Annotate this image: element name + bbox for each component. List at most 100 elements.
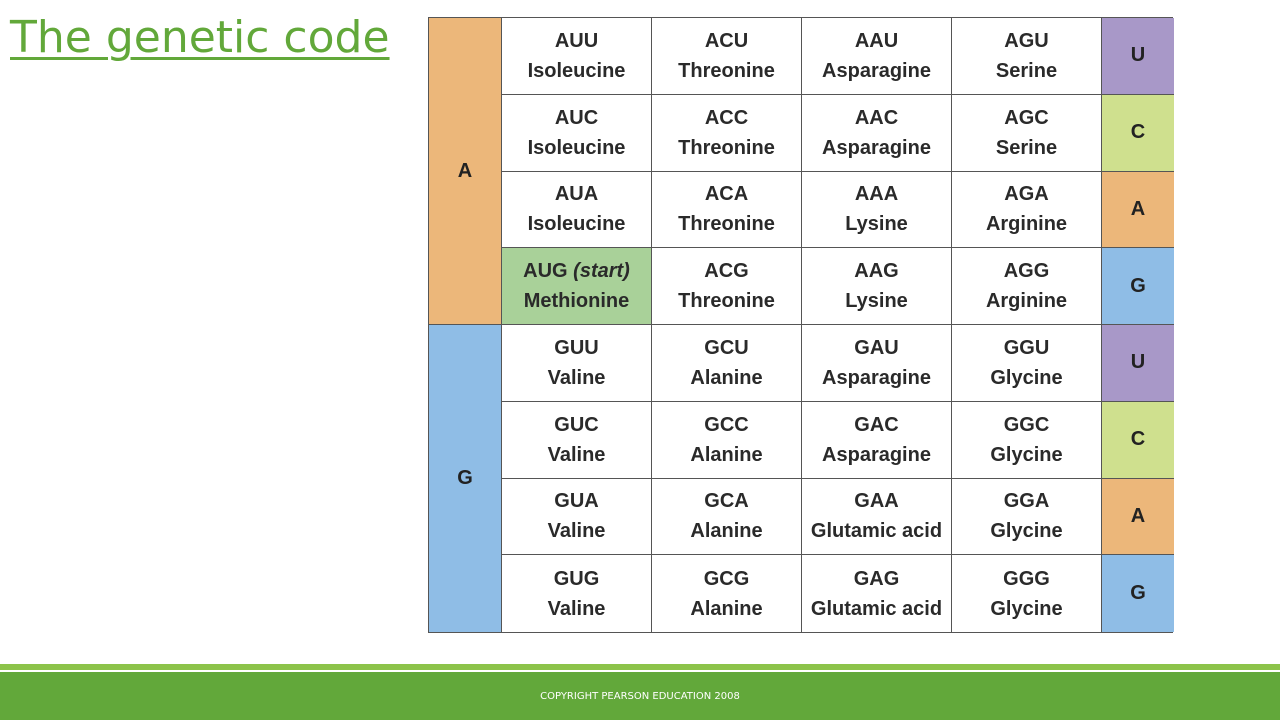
amino-acid-label: Threonine xyxy=(678,213,775,236)
codon-label: AUU xyxy=(554,29,599,52)
codon-label: AUA xyxy=(554,183,599,206)
codon-label: GGG xyxy=(1003,567,1050,590)
first-base-g: G xyxy=(429,325,502,632)
amino-acid-label: Serine xyxy=(995,136,1058,159)
amino-acid-label: Threonine xyxy=(678,290,775,313)
codon-cell: GUU Valine xyxy=(502,325,652,402)
amino-acid-label: Valine xyxy=(547,520,606,543)
third-base-c: C xyxy=(1102,94,1174,172)
codon-cell: AUC Isoleucine xyxy=(502,94,652,172)
codon-cell: ACA Threonine xyxy=(652,171,802,249)
codon-label: AUC xyxy=(554,106,599,129)
codon-label: AGU xyxy=(1004,29,1049,52)
codon-label: ACC xyxy=(704,106,749,129)
codon-label: GUU xyxy=(554,336,599,359)
codon-cell: GCC Alanine xyxy=(652,401,802,479)
amino-acid-label: Glycine xyxy=(990,597,1063,620)
codon-label: ACA xyxy=(704,183,749,206)
codon-cell: AGC Serine xyxy=(952,94,1102,172)
amino-acid-label: Arginine xyxy=(985,290,1068,313)
codon-label: GCU xyxy=(704,336,749,359)
codon-label: GGA xyxy=(1003,490,1050,513)
codon-cell: AUA Isoleucine xyxy=(502,171,652,249)
amino-acid-label: Asparagine xyxy=(822,136,931,159)
amino-acid-label: Asparagine xyxy=(822,366,931,389)
codon-label: GUG xyxy=(553,567,600,590)
first-base-a: A xyxy=(429,18,502,325)
codon-cell: AAC Asparagine xyxy=(802,94,952,172)
amino-acid-label: Isoleucine xyxy=(527,136,626,159)
third-base-a: A xyxy=(1102,171,1174,249)
page-title: The genetic code xyxy=(10,12,390,63)
amino-acid-label: Glycine xyxy=(990,443,1063,466)
codon-label: AAU xyxy=(854,29,899,52)
start-note: (start) xyxy=(573,260,630,283)
codon-label: AUG (start) xyxy=(523,260,630,283)
amino-acid-label: Isoleucine xyxy=(527,213,626,236)
codon-label: GCA xyxy=(704,490,749,513)
codon-label: AGC xyxy=(1004,106,1049,129)
codon-cell: AUG (start) Methionine xyxy=(502,248,652,325)
amino-acid-label: Lysine xyxy=(845,290,908,313)
codon-label: GUC xyxy=(554,413,599,436)
amino-acid-label: Lysine xyxy=(845,213,908,236)
codon-cell: GCA Alanine xyxy=(652,478,802,556)
codon-cell: GGC Glycine xyxy=(952,401,1102,479)
codon-label: AAG xyxy=(854,260,899,283)
amino-acid-label: Valine xyxy=(547,366,606,389)
third-base-g: G xyxy=(1102,248,1174,325)
third-base-u: U xyxy=(1102,325,1174,402)
codon-cell: AAA Lysine xyxy=(802,171,952,249)
amino-acid-label: Arginine xyxy=(985,213,1068,236)
codon-cell: ACG Threonine xyxy=(652,248,802,325)
amino-acid-label: Alanine xyxy=(690,597,763,620)
codon-label: GAA xyxy=(854,490,899,513)
amino-acid-label: Glutamic acid xyxy=(810,597,943,620)
amino-acid-label: Alanine xyxy=(690,443,763,466)
codon-label: AAA xyxy=(854,183,899,206)
third-base-a: A xyxy=(1102,478,1174,556)
codon-cell: GCG Alanine xyxy=(652,555,802,632)
codon-cell: ACU Threonine xyxy=(652,18,802,95)
codon-cell: GGG Glycine xyxy=(952,555,1102,632)
amino-acid-label: Glycine xyxy=(990,366,1063,389)
codon-cell: AGU Serine xyxy=(952,18,1102,95)
codon-label: AAC xyxy=(854,106,899,129)
third-base-c: C xyxy=(1102,401,1174,479)
codon-label: AGG xyxy=(1003,260,1050,283)
codon-cell: GGU Glycine xyxy=(952,325,1102,402)
footer-bar: COPYRIGHT PEARSON EDUCATION 2008 xyxy=(0,672,1280,720)
codon-cell: AGA Arginine xyxy=(952,171,1102,249)
codon-label: GGC xyxy=(1003,413,1050,436)
codon-label: GUA xyxy=(554,490,599,513)
amino-acid-label: Alanine xyxy=(690,520,763,543)
codon-cell: GAA Glutamic acid xyxy=(802,478,952,556)
copyright-text: COPYRIGHT PEARSON EDUCATION 2008 xyxy=(540,690,740,702)
amino-acid-label: Threonine xyxy=(678,59,775,82)
amino-acid-label: Glutamic acid xyxy=(810,520,943,543)
codon-label: ACG xyxy=(704,260,749,283)
codon-cell: AGG Arginine xyxy=(952,248,1102,325)
amino-acid-label: Valine xyxy=(547,597,606,620)
codon-label: GCC xyxy=(704,413,749,436)
codon-cell: GUA Valine xyxy=(502,478,652,556)
amino-acid-label: Serine xyxy=(995,59,1058,82)
amino-acid-label: Glycine xyxy=(990,520,1063,543)
codon-label: ACU xyxy=(704,29,749,52)
third-base-g: G xyxy=(1102,555,1174,632)
amino-acid-label: Threonine xyxy=(678,136,775,159)
codon-cell: AAG Lysine xyxy=(802,248,952,325)
codon-label: AGA xyxy=(1004,183,1049,206)
codon-label: GCG xyxy=(703,567,750,590)
footer-accent-line xyxy=(0,664,1280,670)
codon-label: GGU xyxy=(1003,336,1050,359)
amino-acid-label: Methionine xyxy=(523,290,630,313)
